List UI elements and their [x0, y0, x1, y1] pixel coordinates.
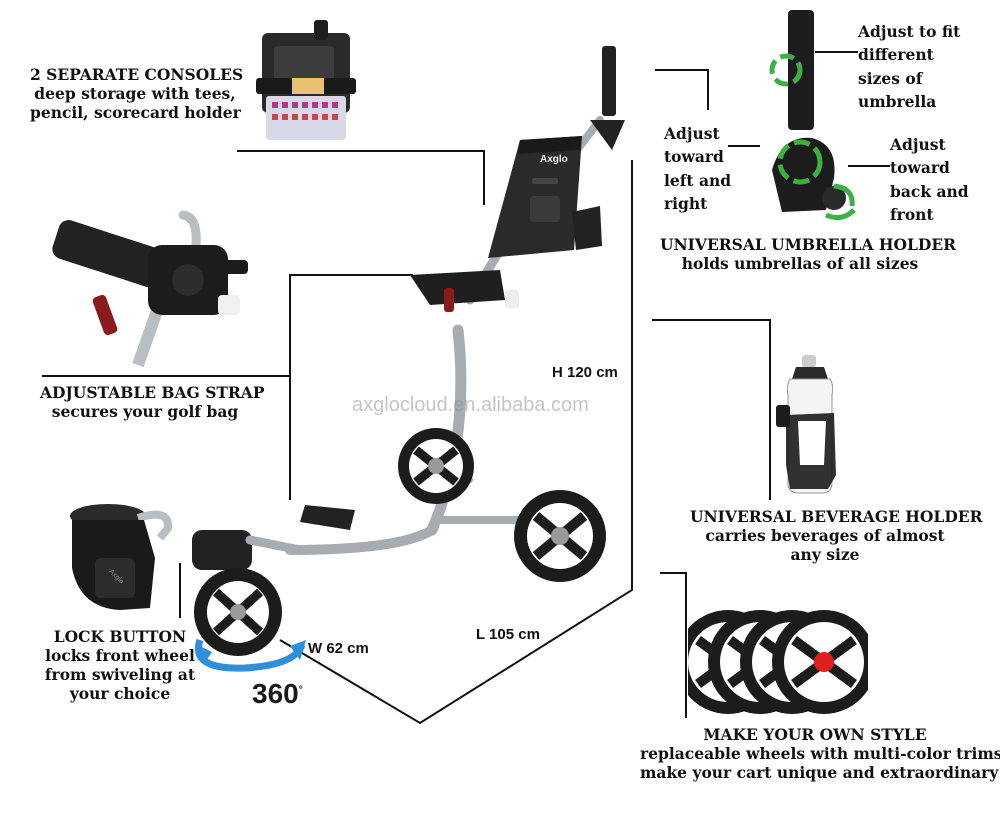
bag-strap-line-1: secures your golf bag [51, 401, 239, 421]
console-brand-label: Axglo [540, 154, 568, 165]
umbrella-fit-line-2: different [858, 45, 934, 65]
consoles-title: 2 SEPARATE CONSOLES [30, 65, 244, 84]
umbrella-bf-line-3: back and [890, 181, 969, 201]
bag-strap-photo [52, 210, 248, 367]
bag-strap-callout: ADJUSTABLE BAG STRAP secures your golf b… [40, 383, 265, 422]
umbrella-holder-photo [769, 10, 856, 221]
watermark: axglocloud.en.alibaba.com [352, 394, 589, 416]
width-dimension: W 62 cm [308, 640, 369, 657]
lock-button-line-3: your choice [69, 683, 171, 703]
golf-cart-photo: Axglo [192, 46, 625, 672]
bag-strap-title: ADJUSTABLE BAG STRAP [40, 383, 265, 402]
umbrella-back-front-note: Adjust toward back and front [890, 133, 990, 226]
height-dimension: H 120 cm [552, 364, 618, 381]
rotation-label: 360° [252, 678, 303, 709]
umbrella-line-1: holds umbrellas of all sizes [681, 253, 919, 273]
style-callout: MAKE YOUR OWN STYLE replaceable wheels w… [640, 725, 1000, 783]
colored-wheels-photo [688, 610, 868, 714]
consoles-line-2: pencil, scorecard holder [30, 102, 241, 122]
umbrella-bf-line-1: Adjust [890, 135, 946, 154]
lock-button-line-2: from swiveling at [44, 664, 196, 684]
lock-button-title: LOCK BUTTON [53, 627, 187, 646]
umbrella-fit-line-1: Adjust to fit [858, 22, 961, 41]
beverage-line-1: carries beverages of almost [705, 525, 945, 545]
umbrella-lr-line-2: toward [664, 147, 724, 167]
beverage-callout: UNIVERSAL BEVERAGE HOLDER carries bevera… [690, 507, 983, 565]
beverage-holder-photo [776, 355, 836, 494]
console-photo [256, 20, 356, 140]
length-dimension: L 105 cm [476, 626, 540, 643]
umbrella-lr-line-3: left and [664, 170, 732, 190]
umbrella-bf-line-2: toward [890, 158, 950, 178]
umbrella-lr-line-1: Adjust [664, 124, 720, 143]
umbrella-bf-line-4: front [890, 204, 934, 224]
lock-button-photo: Axglo [70, 504, 173, 610]
lock-button-callout: LOCK BUTTON locks front wheel from swive… [32, 627, 208, 704]
style-line-1: replaceable wheels with multi-color trim… [640, 743, 1000, 763]
beverage-title: UNIVERSAL BEVERAGE HOLDER [690, 507, 983, 526]
consoles-line-1: deep storage with tees, [34, 83, 236, 103]
umbrella-left-right-note: Adjust toward left and right [664, 122, 736, 215]
umbrella-fit-line-4: umbrella [858, 91, 937, 111]
style-title: MAKE YOUR OWN STYLE [703, 725, 927, 744]
consoles-callout: 2 SEPARATE CONSOLES deep storage with te… [30, 65, 244, 123]
lock-button-line-1: locks front wheel [45, 645, 195, 665]
style-line-2: make your cart unique and extraordinary [640, 762, 999, 782]
umbrella-fit-note: Adjust to fit different sizes of umbrell… [858, 20, 961, 113]
beverage-line-2: any size [790, 544, 860, 564]
umbrella-lr-line-4: right [664, 193, 708, 213]
umbrella-fit-line-3: sizes of [858, 68, 923, 88]
umbrella-callout: UNIVERSAL UMBRELLA HOLDER holds umbrella… [660, 235, 957, 274]
umbrella-title: UNIVERSAL UMBRELLA HOLDER [660, 235, 957, 254]
